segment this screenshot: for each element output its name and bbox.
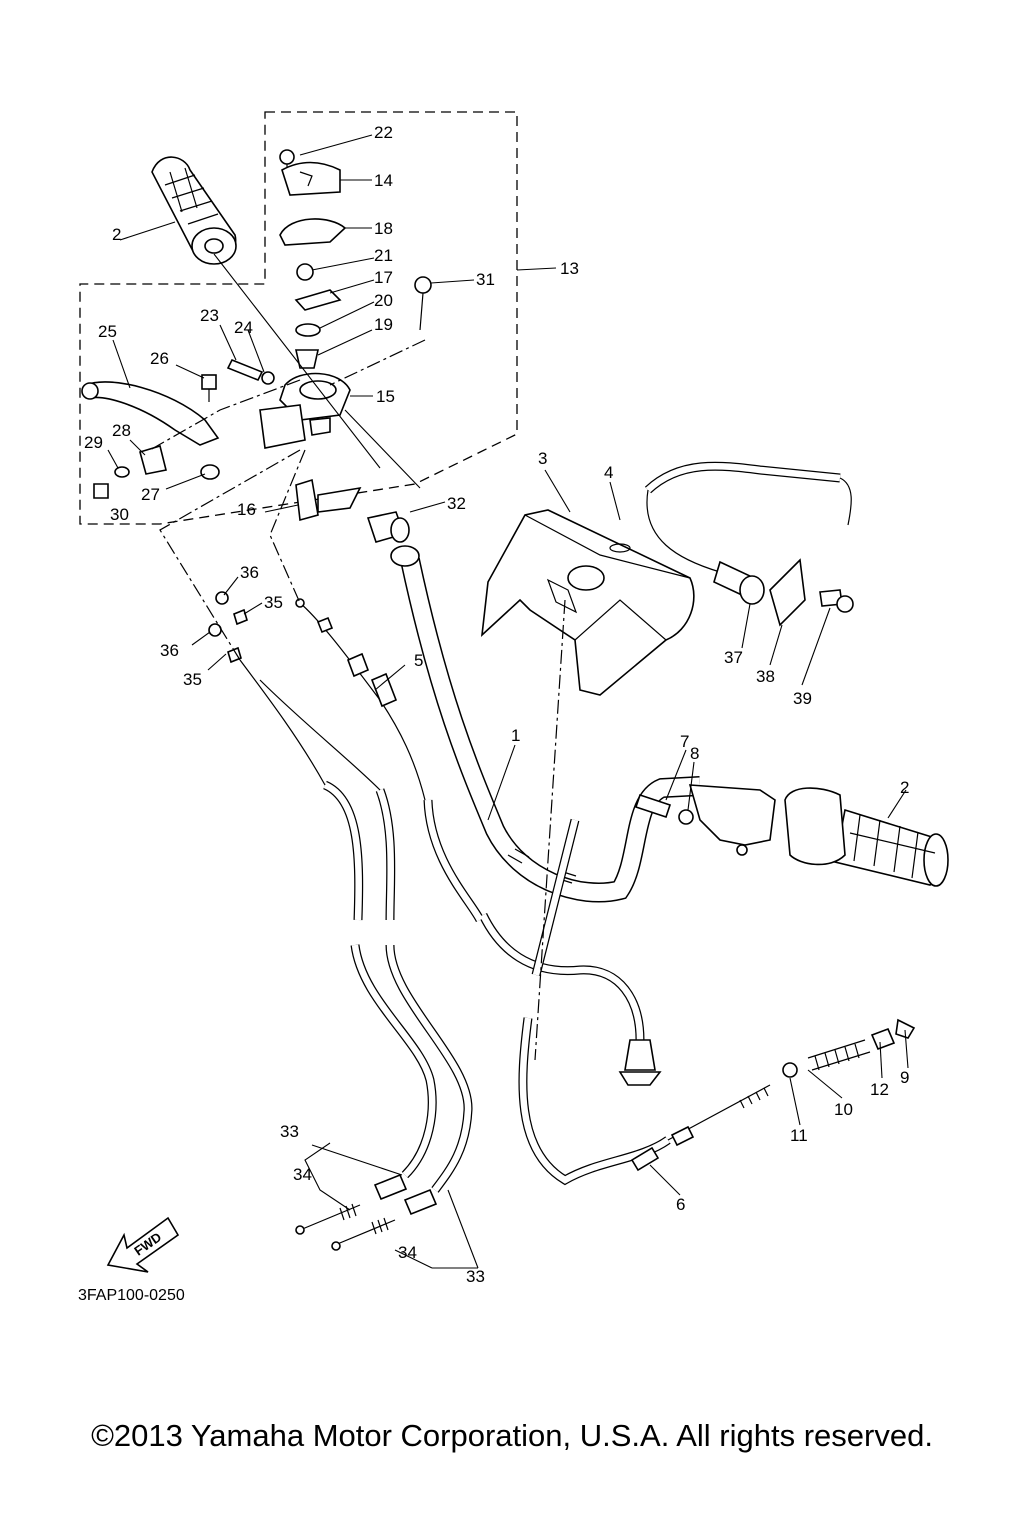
label-38: 38 <box>756 667 775 686</box>
label-18: 18 <box>374 219 393 238</box>
copyright-notice: ©2013 Yamaha Motor Corporation, U.S.A. A… <box>91 1418 933 1453</box>
label-11: 11 <box>790 1126 808 1145</box>
fwd-arrow: FWD <box>106 1216 180 1273</box>
label-2-right: 2 <box>900 778 909 797</box>
choke-cable-assembly <box>644 461 854 627</box>
construction-lines <box>149 339 566 1061</box>
label-35-lower: 35 <box>183 670 202 689</box>
label-10: 10 <box>834 1100 853 1119</box>
drawing-code: 3FAP100-0250 <box>78 1287 185 1304</box>
throttle-cable-6 <box>518 818 771 1186</box>
handlebar-cover <box>480 509 695 696</box>
label-1: 1 <box>511 726 520 745</box>
label-36-lower: 36 <box>160 641 179 660</box>
label-28: 28 <box>112 421 131 440</box>
label-26: 26 <box>150 349 169 368</box>
label-25: 25 <box>98 322 117 341</box>
right-grip <box>688 784 949 887</box>
label-35-upper: 35 <box>264 593 283 612</box>
label-33-lower: 33 <box>466 1267 485 1286</box>
label-21: 21 <box>374 246 393 265</box>
label-13: 13 <box>560 259 579 278</box>
label-20: 20 <box>374 291 393 310</box>
label-12: 12 <box>870 1080 889 1099</box>
label-3: 3 <box>538 449 547 468</box>
label-31: 31 <box>476 270 495 289</box>
label-23: 23 <box>200 306 219 325</box>
label-6: 6 <box>676 1195 685 1214</box>
label-7: 7 <box>680 732 689 751</box>
label-15: 15 <box>376 387 395 406</box>
brake-lever-assembly <box>81 149 432 522</box>
label-27: 27 <box>141 485 160 504</box>
label-39: 39 <box>793 689 812 708</box>
leader-lines <box>107 134 909 1269</box>
leader-13 <box>516 267 557 271</box>
label-34-lower: 34 <box>398 1243 417 1262</box>
small-parts <box>208 511 916 1078</box>
label-37: 37 <box>724 648 743 667</box>
handlebar <box>390 545 701 903</box>
label-16: 16 <box>237 500 256 519</box>
label-24: 24 <box>234 318 253 337</box>
label-36-upper: 36 <box>240 563 259 582</box>
left-grip <box>151 156 237 265</box>
brake-cables <box>239 659 473 1251</box>
label-32: 32 <box>447 494 466 513</box>
label-2-left: 2 <box>112 225 121 244</box>
label-30: 30 <box>110 505 129 524</box>
label-8: 8 <box>690 744 699 763</box>
label-14: 14 <box>374 171 393 190</box>
label-5: 5 <box>414 651 423 670</box>
assembly-13-boundary <box>79 111 518 525</box>
part-labels: 22 14 18 21 17 20 19 31 13 15 16 2 25 23… <box>78 123 909 1304</box>
label-33-upper: 33 <box>280 1122 299 1141</box>
label-34-upper: 34 <box>293 1165 312 1184</box>
label-4: 4 <box>604 463 613 482</box>
label-17: 17 <box>374 268 393 287</box>
label-29: 29 <box>84 433 103 452</box>
label-22: 22 <box>374 123 393 142</box>
label-19: 19 <box>374 315 393 334</box>
label-9: 9 <box>900 1068 909 1087</box>
